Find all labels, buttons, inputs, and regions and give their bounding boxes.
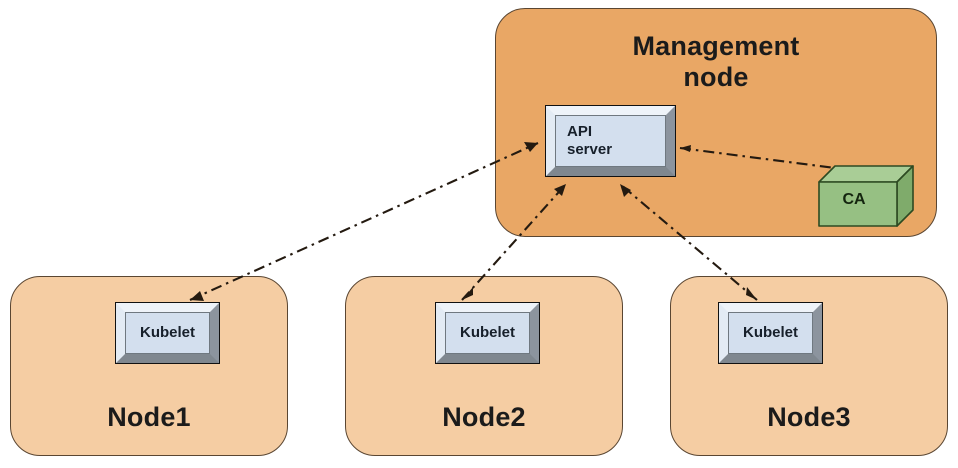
kubelet-inner-face-node1 bbox=[125, 312, 210, 354]
node-title-node1: Node1 bbox=[107, 401, 191, 432]
node-title-node2: Node2 bbox=[442, 401, 526, 432]
kubelet-inner-face-node2 bbox=[445, 312, 530, 354]
kubelet-bevel-frame-node1 bbox=[116, 303, 219, 363]
ca-box[interactable]: CA bbox=[818, 165, 914, 227]
api-server-bevel-frame bbox=[546, 106, 675, 176]
kubelet-box-node1[interactable]: Kubelet bbox=[115, 302, 220, 364]
kubelet-bevel-frame-node2 bbox=[436, 303, 539, 363]
management-node-title-line2: node bbox=[683, 62, 749, 93]
ca-cuboid-icon bbox=[818, 165, 914, 227]
management-node-title: Management node bbox=[496, 31, 936, 94]
kubelet-inner-face-node3 bbox=[728, 312, 813, 354]
api-server-inner-face bbox=[555, 115, 666, 167]
kubelet-bevel-frame-node3 bbox=[719, 303, 822, 363]
kubelet-box-node3[interactable]: Kubelet bbox=[718, 302, 823, 364]
kubelet-box-node2[interactable]: Kubelet bbox=[435, 302, 540, 364]
node-title-node3: Node3 bbox=[767, 401, 851, 432]
management-node-title-line1: Management bbox=[632, 31, 800, 61]
api-server-box[interactable]: API server bbox=[545, 105, 676, 177]
